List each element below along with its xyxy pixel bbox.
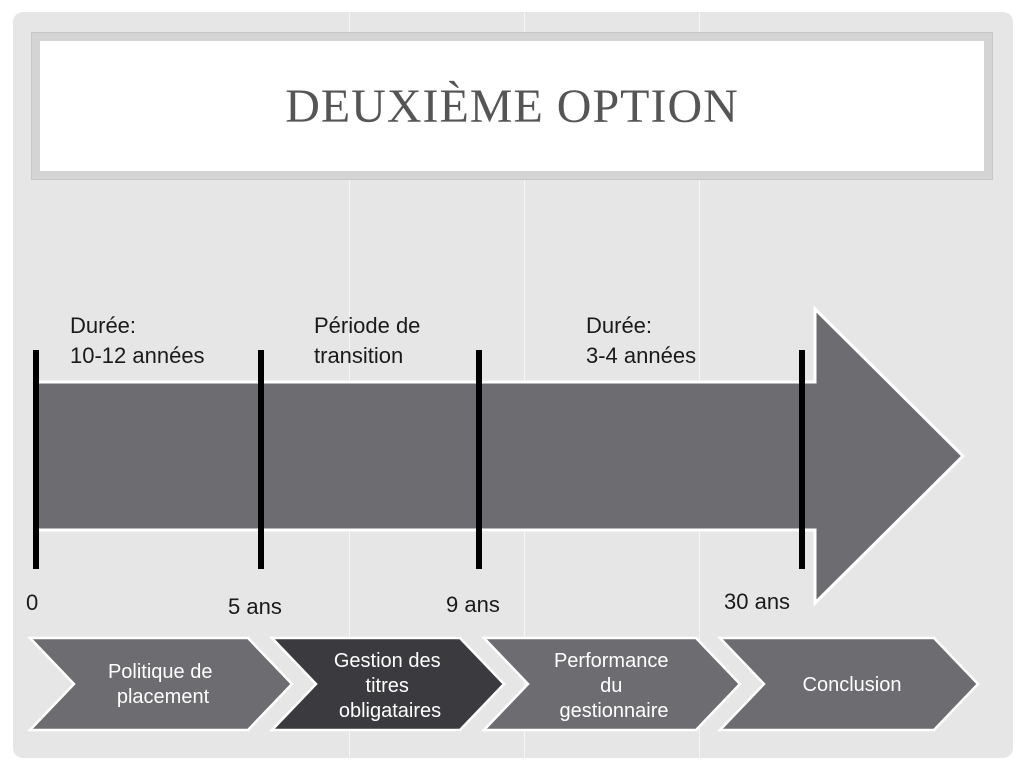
tick-label-5: 5 ans (228, 594, 282, 619)
tick-marker-9 (476, 350, 482, 569)
chevron-politique-label: Politique de placement (108, 661, 218, 708)
chevron-conclusion-label: Conclusion (803, 674, 902, 696)
period-3-label: Durée: 3-4 années (586, 313, 696, 368)
tick-label-30: 30 ans (724, 589, 790, 614)
tick-label-0: 0 (26, 590, 38, 615)
period-1-line2: 10-12 années (70, 343, 205, 368)
tick-marker-30 (799, 350, 805, 569)
period-2-label: Période de transition (314, 313, 427, 368)
chevron-gestion-label: Gestion des titres obligataires (334, 650, 446, 722)
tick-marker-5 (258, 350, 264, 569)
period-2-line1: Période de (314, 313, 420, 338)
chevron-performance[interactable] (481, 636, 742, 732)
tick-label-9: 9 ans (446, 592, 500, 617)
process-chevrons: Politique de placement Gestion des titre… (27, 636, 980, 732)
period-1-label: Durée: 10-12 années (70, 313, 205, 368)
period-2-line2: transition (314, 343, 403, 368)
chevron-gestion[interactable] (269, 636, 506, 732)
chevron-politique[interactable] (27, 636, 294, 732)
tick-marker-0 (33, 350, 39, 569)
title-frame: Deuxième option (31, 32, 993, 180)
slide-title: Deuxième option (285, 79, 739, 133)
period-3-line2: 3-4 années (586, 343, 696, 368)
chevron-conclusion[interactable] (717, 636, 980, 732)
title-box: Deuxième option (40, 41, 984, 171)
period-1-line1: Durée: (70, 313, 136, 338)
chevron-performance-label: Performance du gestionnaire (554, 650, 674, 722)
timeline-arrow (33, 305, 966, 607)
period-3-line1: Durée: (586, 313, 652, 338)
